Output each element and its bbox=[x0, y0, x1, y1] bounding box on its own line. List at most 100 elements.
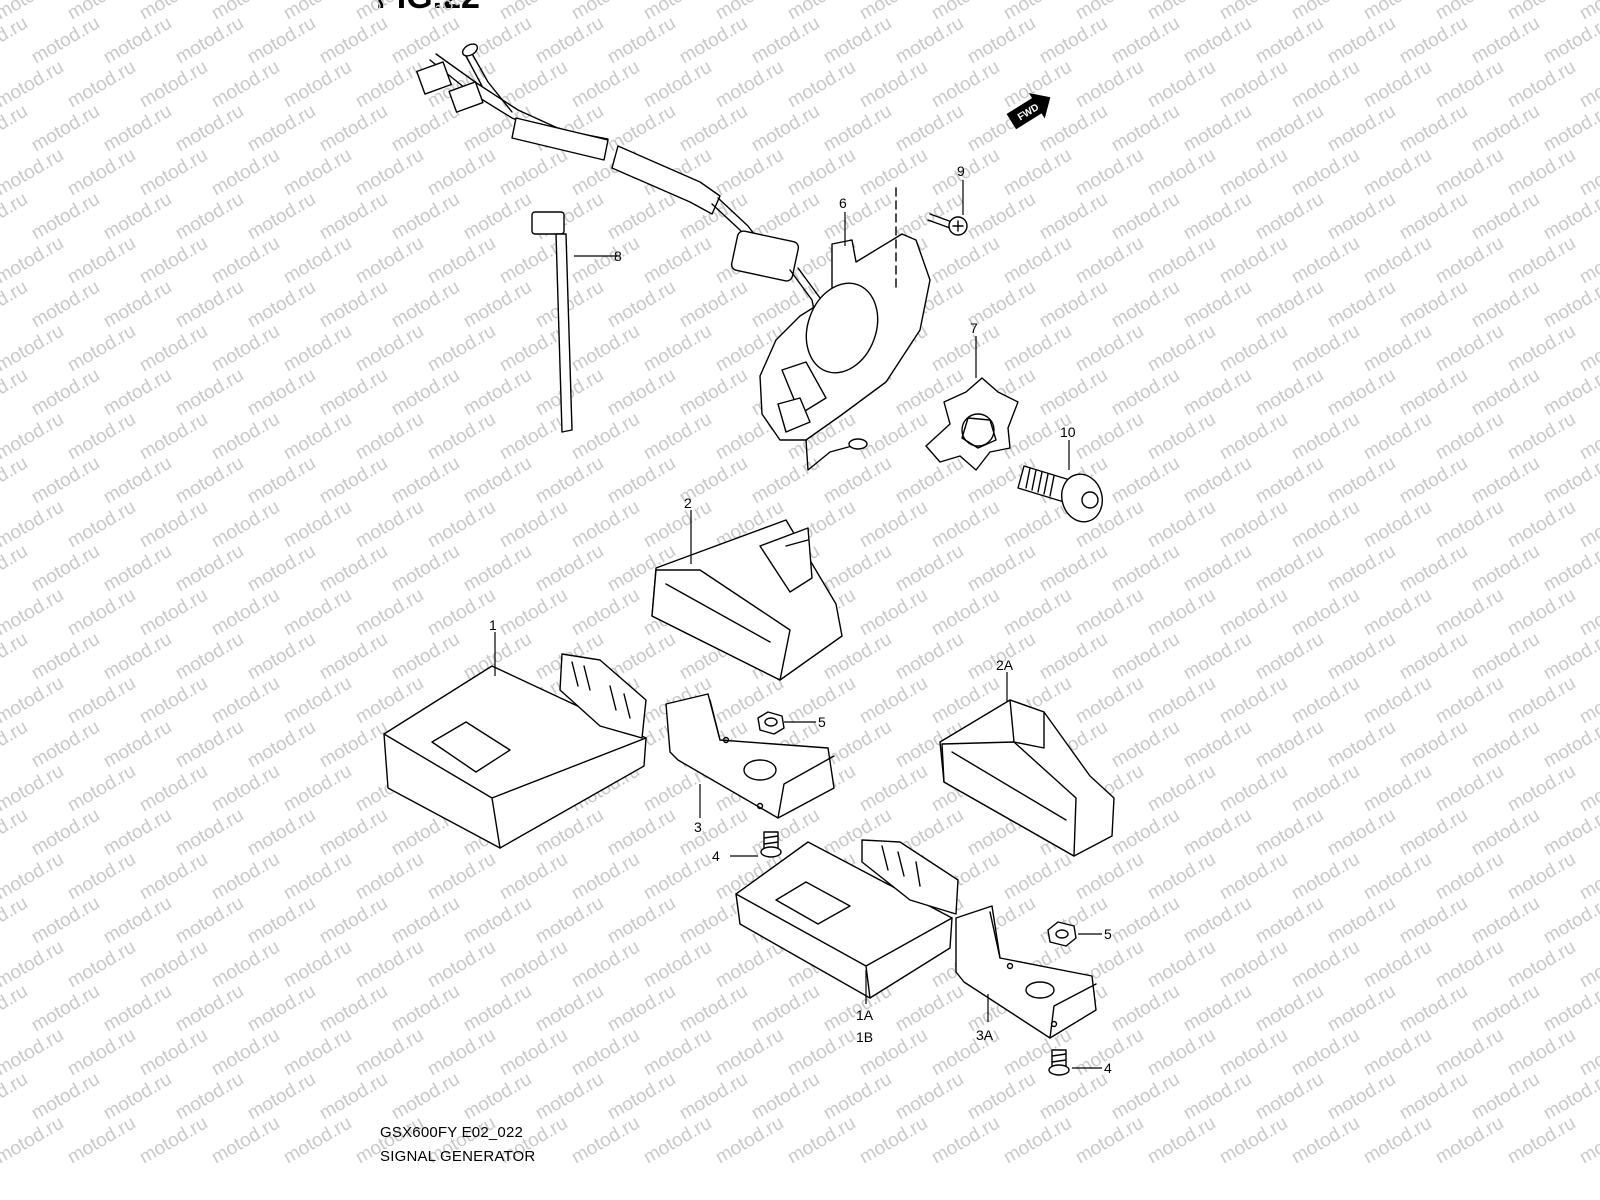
watermark-text: motod.ru bbox=[1360, 937, 1435, 993]
watermark-text: motod.ru bbox=[1468, 629, 1543, 685]
watermark-text: motod.ru bbox=[388, 13, 463, 69]
watermark-text: motod.ru bbox=[208, 0, 283, 24]
watermark-text: motod.ru bbox=[1252, 453, 1327, 509]
watermark-text: motod.ru bbox=[1036, 13, 1111, 69]
watermark-text: motod.ru bbox=[172, 893, 247, 949]
watermark-text: motod.ru bbox=[0, 893, 31, 949]
callout-labels: 6 9 7 10 8 2 1 5 3 4 2A 5 1A 1B 3A 4 bbox=[489, 163, 1112, 1076]
watermark-text: motod.ru bbox=[0, 189, 31, 245]
watermark-text: motod.ru bbox=[136, 1113, 211, 1169]
watermark-text: motod.ru bbox=[0, 629, 31, 685]
watermark-text: motod.ru bbox=[1360, 0, 1435, 24]
watermark-text: motod.ru bbox=[604, 893, 679, 949]
watermark-text: motod.ru bbox=[892, 101, 967, 157]
watermark-text: motod.ru bbox=[64, 937, 139, 993]
watermark-text: motod.ru bbox=[316, 453, 391, 509]
watermark-text: motod.ru bbox=[352, 409, 427, 465]
watermark-text: motod.ru bbox=[64, 233, 139, 289]
watermark-text: motod.ru bbox=[1144, 849, 1219, 905]
callout-1a: 1A bbox=[856, 1007, 874, 1023]
watermark-text: motod.ru bbox=[100, 893, 175, 949]
watermark-text: motod.ru bbox=[424, 145, 499, 201]
watermark-text: motod.ru bbox=[136, 497, 211, 553]
watermark-text: motod.ru bbox=[0, 673, 67, 729]
watermark-text: motod.ru bbox=[1432, 57, 1507, 113]
watermark-text: motod.ru bbox=[1108, 189, 1183, 245]
watermark-text: motod.ru bbox=[1072, 145, 1147, 201]
watermark-text: motod.ru bbox=[64, 761, 139, 817]
watermark-text: motod.ru bbox=[1180, 101, 1255, 157]
callout-7: 7 bbox=[970, 320, 978, 336]
watermark-text: motod.ru bbox=[856, 673, 931, 729]
watermark-text: motod.ru bbox=[28, 1069, 103, 1125]
watermark-text: motod.ru bbox=[1396, 541, 1471, 597]
watermark-text: motod.ru bbox=[316, 629, 391, 685]
watermark-text: motod.ru bbox=[136, 321, 211, 377]
watermark-text: motod.ru bbox=[640, 57, 715, 113]
watermark-text: motod.ru bbox=[100, 13, 175, 69]
watermark-text: motod.ru bbox=[604, 805, 679, 861]
watermark-text: motod.ru bbox=[1108, 805, 1183, 861]
watermark-text: motod.ru bbox=[1396, 629, 1471, 685]
watermark-text: motod.ru bbox=[0, 57, 67, 113]
watermark-text: motod.ru bbox=[352, 849, 427, 905]
watermark-text: motod.ru bbox=[1504, 1113, 1579, 1169]
watermark-text: motod.ru bbox=[460, 541, 535, 597]
watermark-text: motod.ru bbox=[1144, 497, 1219, 553]
watermark-text: motod.ru bbox=[856, 1113, 931, 1169]
watermark-text: motod.ru bbox=[100, 541, 175, 597]
watermark-text: motod.ru bbox=[244, 893, 319, 949]
watermark-text: motod.ru bbox=[1216, 761, 1291, 817]
watermark-text: motod.ru bbox=[172, 805, 247, 861]
watermark-text: motod.ru bbox=[352, 0, 427, 24]
watermark-text: motod.ru bbox=[1468, 277, 1543, 333]
watermark-text: motod.ru bbox=[1324, 277, 1399, 333]
watermark-text: motod.ru bbox=[1396, 805, 1471, 861]
watermark-text: motod.ru bbox=[100, 1069, 175, 1125]
watermark-text: motod.ru bbox=[532, 981, 607, 1037]
model-code-caption: GSX600FY E02_022 bbox=[380, 1124, 524, 1141]
watermark-text: motod.ru bbox=[388, 981, 463, 1037]
watermark-text: motod.ru bbox=[1252, 189, 1327, 245]
watermark-text: motod.ru bbox=[1036, 629, 1111, 685]
watermark-text: motod.ru bbox=[244, 365, 319, 421]
watermark-text: motod.ru bbox=[1216, 497, 1291, 553]
watermark-text: motod.ru bbox=[0, 277, 31, 333]
watermark-text: motod.ru bbox=[568, 0, 643, 24]
watermark-text: motod.ru bbox=[136, 849, 211, 905]
watermark-text: motod.ru bbox=[64, 1113, 139, 1169]
watermark-text: motod.ru bbox=[1396, 277, 1471, 333]
watermark-text: motod.ru bbox=[1576, 937, 1600, 993]
watermark-text: motod.ru bbox=[820, 1069, 895, 1125]
watermark-text: motod.ru bbox=[1108, 717, 1183, 773]
watermark-text: motod.ru bbox=[172, 277, 247, 333]
watermark-text: motod.ru bbox=[604, 189, 679, 245]
nut-5-upper bbox=[757, 711, 785, 735]
watermark-text: motod.ru bbox=[172, 1069, 247, 1125]
watermark-text: motod.ru bbox=[1216, 409, 1291, 465]
watermark-text: motod.ru bbox=[1180, 453, 1255, 509]
watermark-text: motod.ru bbox=[280, 497, 355, 553]
watermark-text: motod.ru bbox=[928, 1113, 1003, 1169]
callout-1: 1 bbox=[489, 617, 497, 633]
watermark-text: motod.ru bbox=[28, 453, 103, 509]
watermark-text: motod.ru bbox=[1504, 585, 1579, 641]
watermark-text: motod.ru bbox=[1396, 13, 1471, 69]
watermark-text: motod.ru bbox=[1396, 893, 1471, 949]
watermark-text: motod.ru bbox=[640, 409, 715, 465]
watermark-text: motod.ru bbox=[0, 805, 31, 861]
watermark-text: motod.ru bbox=[1000, 145, 1075, 201]
watermark-text: motod.ru bbox=[568, 321, 643, 377]
watermark-text: motod.ru bbox=[1504, 0, 1579, 24]
igniter-unit-1a-1b bbox=[735, 839, 959, 999]
watermark-text: motod.ru bbox=[424, 1025, 499, 1081]
watermark-text: motod.ru bbox=[1504, 321, 1579, 377]
watermark-text: motod.ru bbox=[712, 0, 787, 24]
watermark-text: motod.ru bbox=[280, 761, 355, 817]
watermark-text: motod.ru bbox=[1288, 145, 1363, 201]
watermark-text: motod.ru bbox=[1180, 629, 1255, 685]
watermark-text: motod.ru bbox=[820, 541, 895, 597]
watermark-text: motod.ru bbox=[460, 277, 535, 333]
watermark-text: motod.ru bbox=[712, 1113, 787, 1169]
watermark-text: motod.ru bbox=[1144, 233, 1219, 289]
